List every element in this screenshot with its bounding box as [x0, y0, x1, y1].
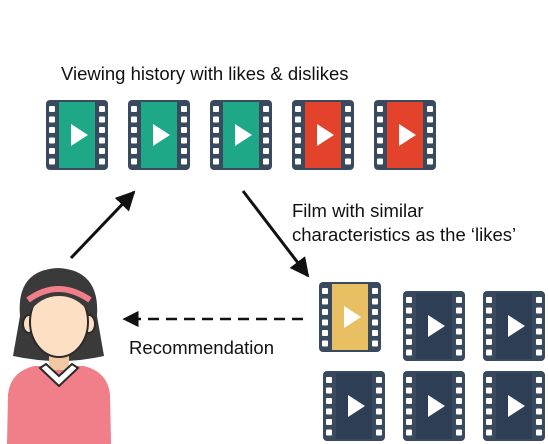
- arrow-user-to-history: [69, 190, 136, 260]
- similar-films-label: Film with similar characteristics as the…: [292, 199, 516, 247]
- history-title: Viewing history with likes & dislikes: [61, 63, 349, 84]
- film-catalog-5: [483, 371, 545, 441]
- arrow-history-to-similar: [241, 190, 310, 278]
- film-catalog-3: [323, 371, 385, 441]
- film-catalog-1: [403, 291, 465, 361]
- similar-films-label-line1: Film with similar: [292, 200, 424, 221]
- film-disliked-2: [374, 100, 436, 170]
- film-liked-1: [46, 100, 108, 170]
- film-catalog-2: [483, 291, 545, 361]
- film-catalog-4: [403, 371, 465, 441]
- film-liked-2: [128, 100, 190, 170]
- recommendation-label: Recommendation: [129, 337, 274, 358]
- film-liked-3: [210, 100, 272, 170]
- film-recommended: [319, 282, 381, 352]
- similar-films-label-line2: characteristics as the ‘likes’: [292, 224, 517, 245]
- film-disliked-1: [292, 100, 354, 170]
